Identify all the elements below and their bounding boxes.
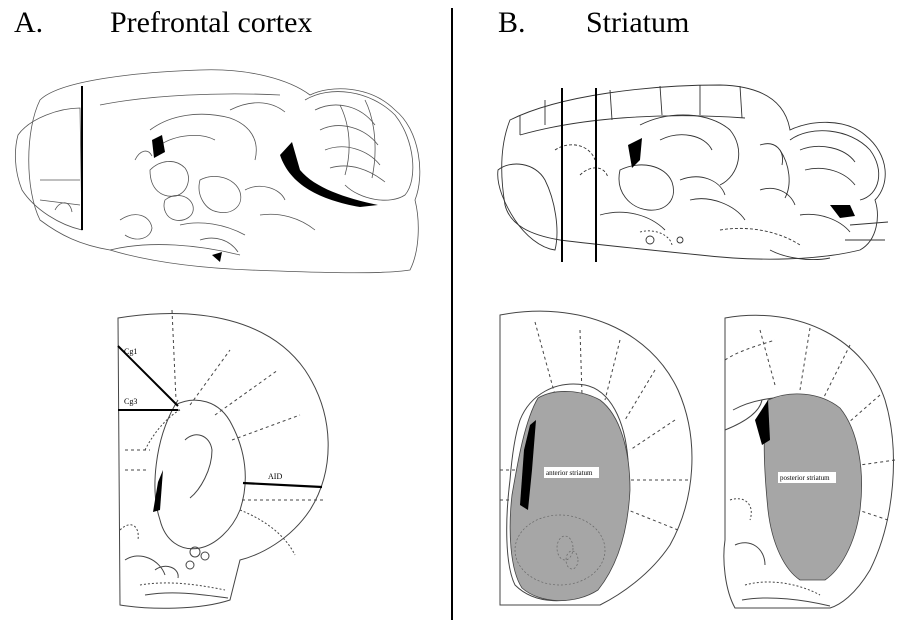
sagittal-section-a (15, 70, 419, 273)
third-ventricle-a (212, 252, 222, 262)
posterior-striatum-region (764, 394, 861, 580)
lateral-ventricle-b (628, 138, 642, 168)
lateral-ventricle-coronal-b-posterior (755, 400, 770, 445)
lateral-ventricle-a (152, 135, 165, 158)
fourth-ventricle-b (830, 205, 855, 218)
lateral-ventricle-coronal-a (153, 470, 163, 512)
label-cg3: Cg3 (124, 397, 137, 406)
anterior-striatum-label: anterior striatum (546, 469, 593, 477)
posterior-striatum-label: posterior striatum (780, 474, 830, 482)
sagittal-section-b (498, 85, 888, 260)
label-cg1: Cg1 (124, 347, 137, 356)
coronal-section-a (118, 310, 328, 608)
boundary-aid (243, 483, 322, 487)
label-aid: AID (268, 472, 282, 481)
